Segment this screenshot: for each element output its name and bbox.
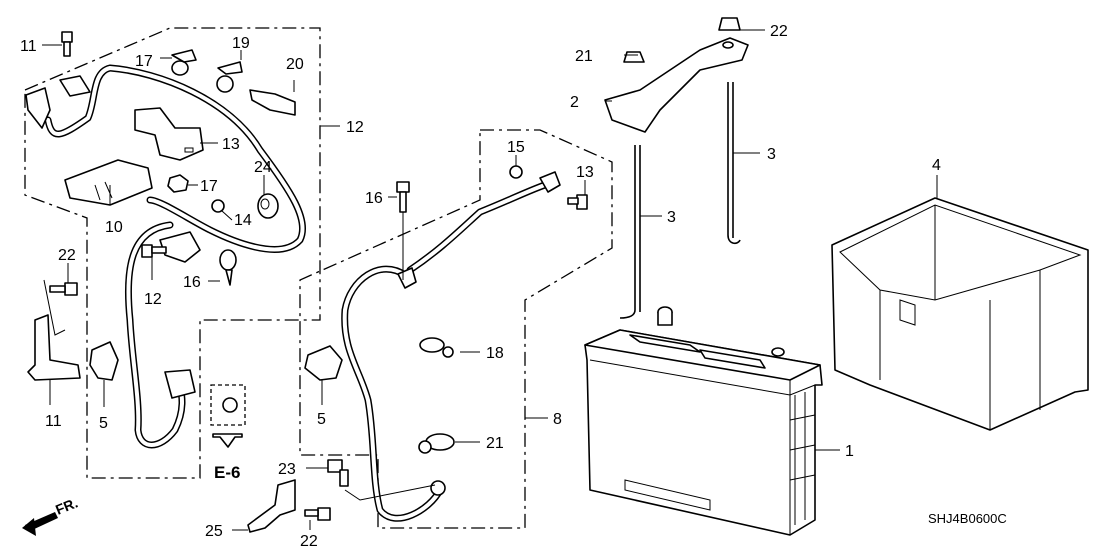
group-outline-10 bbox=[299, 129, 613, 529]
setting-plate-part bbox=[604, 37, 749, 133]
callout-5b: 5 bbox=[317, 411, 326, 428]
callout-20: 21 bbox=[486, 435, 504, 452]
callout-24: 24 bbox=[254, 159, 272, 176]
callout-16: 16 bbox=[183, 274, 201, 291]
callout-22b: 22 bbox=[770, 23, 788, 40]
callout-8: 11 bbox=[45, 413, 62, 430]
fuse-box-part bbox=[134, 107, 204, 161]
bolt-23-part bbox=[327, 459, 436, 501]
flange-nut-15-part bbox=[167, 174, 189, 193]
bolt-21-part bbox=[49, 282, 78, 296]
setting-bolt-3b-part bbox=[727, 82, 741, 245]
flange-nut-22b-part bbox=[718, 17, 741, 31]
ground-cable bbox=[341, 171, 561, 522]
terminal-cover-5b-part bbox=[304, 345, 343, 381]
callout-3a: 3 bbox=[667, 209, 676, 226]
reference-code: SHJ4B0600C bbox=[928, 511, 1007, 526]
callout-25: 25 bbox=[205, 523, 223, 540]
fuse-cover-part bbox=[64, 159, 153, 206]
callout-17b: 18 bbox=[486, 345, 504, 362]
clamp-20-part bbox=[418, 433, 455, 454]
section-ref-box bbox=[210, 384, 246, 426]
clamp-17-part bbox=[171, 49, 197, 76]
clamp-17b-part bbox=[419, 337, 454, 358]
section-nut-part bbox=[222, 397, 238, 413]
callout-10: 8 bbox=[553, 411, 562, 428]
stay-25-part bbox=[247, 479, 296, 533]
positive-cable bbox=[25, 64, 307, 449]
callout-22a: 21 bbox=[575, 48, 593, 65]
callout-2: 2 bbox=[570, 94, 579, 111]
arrow-down-icon bbox=[212, 433, 243, 448]
callout-9: 13 bbox=[222, 136, 240, 153]
battery-part bbox=[584, 306, 823, 536]
direction-label: FR. bbox=[53, 494, 80, 517]
callout-23: 23 bbox=[278, 461, 296, 478]
terminal-cover-5a-part bbox=[89, 341, 119, 381]
callout-18: 19 bbox=[232, 35, 250, 52]
callout-6: 10 bbox=[105, 219, 123, 236]
callout-7: 12 bbox=[346, 119, 364, 136]
callout-1: 1 bbox=[845, 443, 854, 460]
callout-12: 14 bbox=[234, 212, 252, 229]
callout-12b: 15 bbox=[507, 139, 525, 156]
setting-bolt-3a-part bbox=[619, 145, 641, 319]
section-ref-label[interactable]: E-6 bbox=[214, 463, 240, 482]
callout-3b: 3 bbox=[767, 146, 776, 163]
callout-11: 12 bbox=[144, 291, 162, 308]
callout-21b: 22 bbox=[300, 533, 318, 550]
callout-13: 11 bbox=[20, 38, 37, 55]
bolt-21b-part bbox=[304, 507, 331, 521]
bolt-13-part bbox=[61, 31, 73, 57]
bracket-8-part bbox=[27, 279, 81, 381]
clip-16-part bbox=[219, 249, 237, 286]
nut-12b-part bbox=[509, 165, 523, 179]
clip-18-part bbox=[216, 61, 243, 93]
callout-14: 16 bbox=[365, 190, 383, 207]
bolt-14-part bbox=[396, 181, 410, 280]
bolt-11b-part bbox=[567, 194, 588, 210]
callout-15: 17 bbox=[200, 178, 218, 195]
holder-19-part bbox=[249, 89, 296, 116]
nut-12-part bbox=[211, 199, 225, 213]
leader-lines bbox=[42, 29, 938, 531]
callout-5: 5 bbox=[99, 415, 108, 432]
clip-24-part bbox=[257, 193, 279, 219]
callout-19: 20 bbox=[286, 56, 304, 73]
battery-box-part bbox=[831, 197, 1089, 431]
bolt-11-part bbox=[141, 244, 167, 258]
callout-21: 22 bbox=[58, 247, 76, 264]
callout-17: 17 bbox=[135, 53, 153, 70]
callout-11b: 13 bbox=[576, 164, 594, 181]
flange-nut-22a-part bbox=[623, 51, 645, 63]
callout-4: 4 bbox=[932, 157, 941, 174]
front-direction-arrow-icon bbox=[22, 512, 58, 536]
